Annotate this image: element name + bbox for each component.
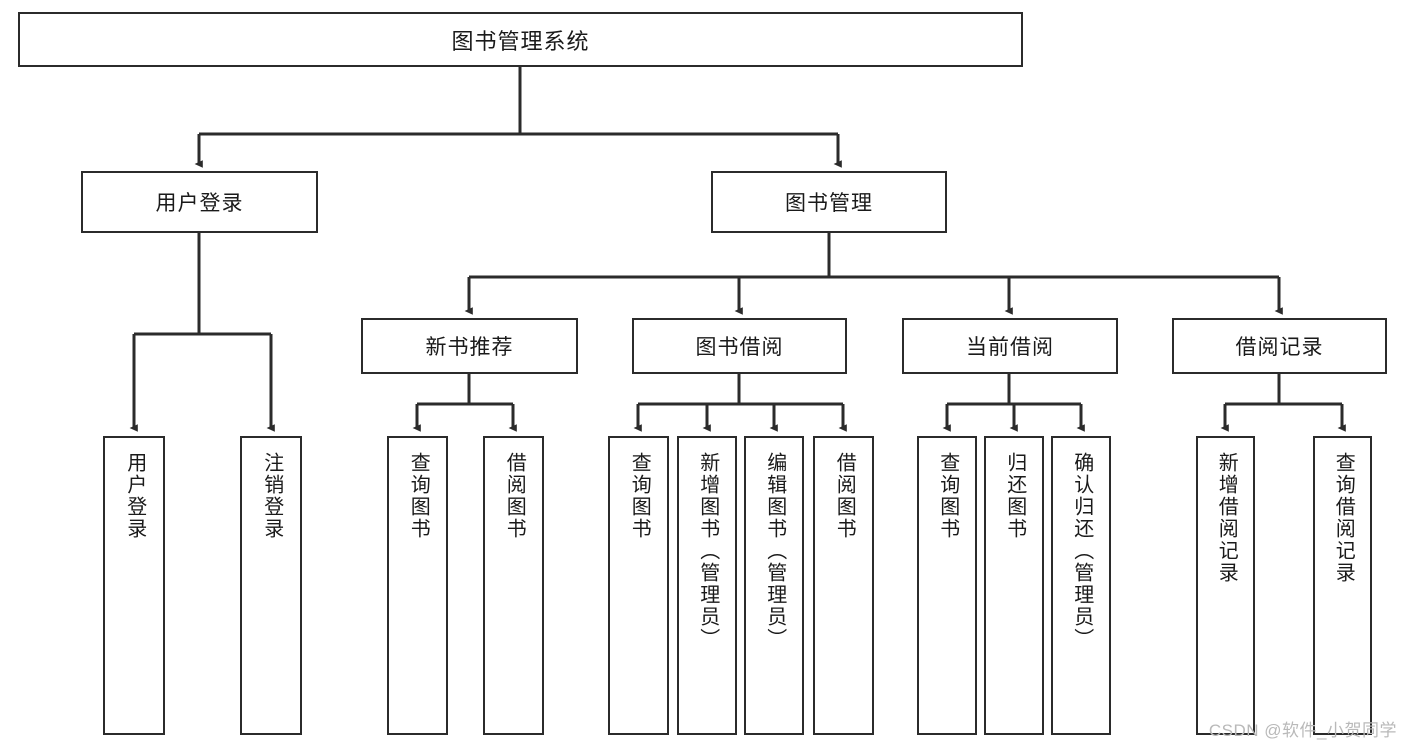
node-root[interactable]: 图书管理系统 bbox=[18, 12, 1023, 67]
leaf-logout[interactable]: 注销登录 bbox=[240, 436, 302, 735]
leaf-query-books-borrow[interactable]: 查询图书 bbox=[608, 436, 669, 735]
node-new-book-recommend[interactable]: 新书推荐 bbox=[361, 318, 578, 374]
leaf-logout-label: 注销登录 bbox=[260, 452, 283, 540]
leaf-confirm-return-admin[interactable]: 确认归还（管理员） bbox=[1051, 436, 1111, 735]
leaf-add-borrow-record[interactable]: 新增借阅记录 bbox=[1196, 436, 1255, 735]
leaf-user-login-label: 用户登录 bbox=[123, 452, 146, 540]
leaf-query-borrow-record[interactable]: 查询借阅记录 bbox=[1313, 436, 1372, 735]
node-book-borrow[interactable]: 图书借阅 bbox=[632, 318, 847, 374]
csdn-watermark: CSDN @软件_小贺同学 bbox=[1208, 721, 1397, 740]
node-borrow-record[interactable]: 借阅记录 bbox=[1172, 318, 1387, 374]
leaf-query-books-borrow-label: 查询图书 bbox=[628, 452, 651, 540]
leaf-borrow-books-recommend-label: 借阅图书 bbox=[503, 452, 526, 540]
leaf-return-books[interactable]: 归还图书 bbox=[984, 436, 1044, 735]
leaf-borrow-books-recommend[interactable]: 借阅图书 bbox=[483, 436, 544, 735]
leaf-query-books-current[interactable]: 查询图书 bbox=[917, 436, 977, 735]
leaf-query-books-recommend[interactable]: 查询图书 bbox=[387, 436, 448, 735]
leaf-query-borrow-record-label: 查询借阅记录 bbox=[1332, 452, 1355, 584]
leaf-query-books-recommend-label: 查询图书 bbox=[407, 452, 430, 540]
leaf-user-login[interactable]: 用户登录 bbox=[103, 436, 165, 735]
node-current-borrow[interactable]: 当前借阅 bbox=[902, 318, 1118, 374]
leaf-add-book-admin[interactable]: 新增图书（管理员） bbox=[677, 436, 737, 735]
leaf-edit-book-admin-label: 编辑图书（管理员） bbox=[763, 452, 786, 650]
leaf-query-books-current-label: 查询图书 bbox=[936, 452, 959, 540]
leaf-borrow-books[interactable]: 借阅图书 bbox=[813, 436, 874, 735]
node-book-borrow-label: 图书借阅 bbox=[695, 336, 784, 359]
node-new-book-recommend-label: 新书推荐 bbox=[425, 336, 514, 359]
node-book-management-label: 图书管理 bbox=[785, 192, 873, 215]
node-user-login[interactable]: 用户登录 bbox=[81, 171, 318, 233]
node-user-login-label: 用户登录 bbox=[155, 192, 244, 215]
node-book-management[interactable]: 图书管理 bbox=[711, 171, 947, 233]
node-root-label: 图书管理系统 bbox=[451, 28, 590, 54]
leaf-return-books-label: 归还图书 bbox=[1003, 452, 1026, 540]
leaf-add-borrow-record-label: 新增借阅记录 bbox=[1215, 452, 1238, 584]
node-borrow-record-label: 借阅记录 bbox=[1235, 336, 1324, 359]
leaf-borrow-books-label: 借阅图书 bbox=[833, 452, 856, 540]
node-current-borrow-label: 当前借阅 bbox=[966, 336, 1054, 359]
leaf-add-book-admin-label: 新增图书（管理员） bbox=[696, 452, 719, 650]
leaf-edit-book-admin[interactable]: 编辑图书（管理员） bbox=[744, 436, 804, 735]
leaf-confirm-return-admin-label: 确认归还（管理员） bbox=[1070, 452, 1093, 650]
